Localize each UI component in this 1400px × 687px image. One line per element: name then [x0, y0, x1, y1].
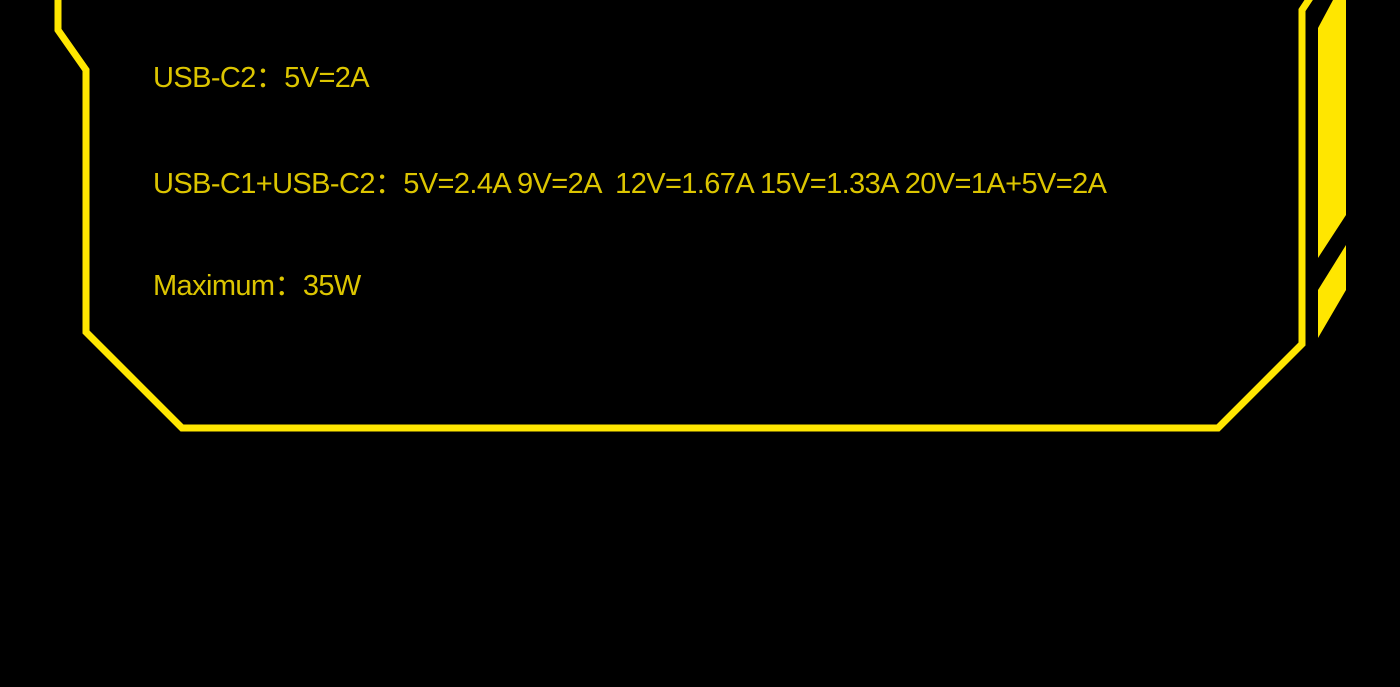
spec-maximum: Maximum：35W	[153, 272, 361, 301]
spec-label: Maximum：	[153, 270, 303, 302]
spec-value: 35W	[302, 270, 361, 302]
spec-label: USB-C1+USB-C2：	[153, 168, 404, 200]
frame-accent-bar-lower	[1318, 245, 1346, 338]
spec-usb-c1-c2: USB-C1+USB-C2：5V=2.4A 9V=2A 12V=1.67A 15…	[153, 168, 1107, 200]
spec-value: 5V=2.4A 9V=2A 12V=1.67A 15V=1.33A 20V=1A…	[403, 168, 1107, 200]
frame-accent-bar-upper	[1318, 0, 1346, 258]
spec-value: 5V=2A	[284, 62, 370, 94]
frame-outline	[54, 0, 1313, 432]
spec-usb-c2: USB-C2：5V=2A	[153, 62, 370, 94]
spec-label: USB-C2：	[153, 62, 285, 94]
